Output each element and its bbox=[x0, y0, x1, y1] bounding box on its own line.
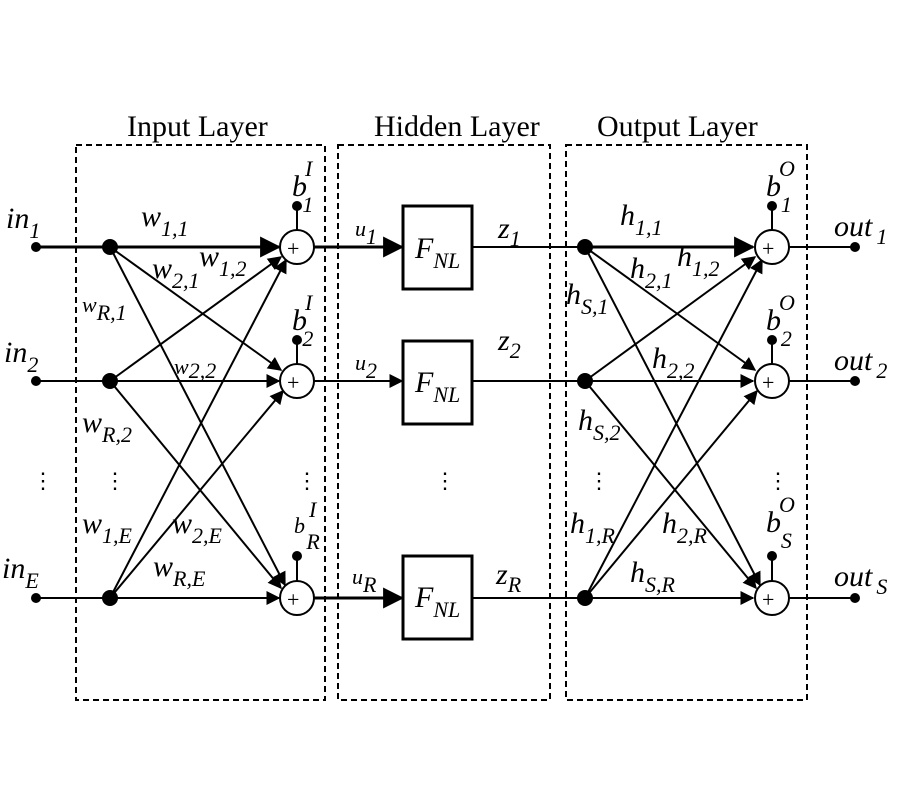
output-terminal-1 bbox=[850, 242, 860, 252]
weight-w-r-2: wR,2 bbox=[82, 406, 132, 447]
weight-h-s-r: hS,R bbox=[630, 556, 676, 597]
output-terminal-s bbox=[850, 593, 860, 603]
output-wires bbox=[584, 236, 855, 605]
output-sum-2: + bbox=[754, 335, 790, 399]
weight-h-1-r: h1,R bbox=[570, 507, 616, 548]
input-node-e bbox=[102, 590, 118, 606]
input-node-ellipsis: ⋮ bbox=[104, 468, 126, 493]
weight-h-s-1: hS,1 bbox=[566, 278, 609, 319]
weight-h-2-r: h2,R bbox=[662, 507, 708, 548]
hidden-layer-title: Hidden Layer bbox=[374, 110, 540, 143]
hidden-output-z-1: z1 bbox=[497, 212, 521, 251]
hidden-output-z-r: zR bbox=[495, 558, 522, 597]
output-node-ellipsis: ⋮ bbox=[588, 468, 610, 493]
output-sum-ellipsis: ⋮ bbox=[767, 468, 789, 493]
output-node-1 bbox=[577, 239, 593, 255]
input-terminal-1 bbox=[31, 242, 41, 252]
sum-symbol: + bbox=[287, 587, 299, 612]
weight-w-1-2: w1,2 bbox=[199, 240, 247, 281]
input-terminal-2 bbox=[31, 376, 41, 386]
sum-symbol: + bbox=[287, 370, 299, 395]
fnl-label-1: FNL bbox=[414, 232, 460, 273]
input-sum-ellipsis: ⋮ bbox=[296, 468, 318, 493]
weight-h-2-2: h2,2 bbox=[652, 342, 695, 383]
fnl-block-r bbox=[401, 554, 474, 641]
sum-symbol: + bbox=[762, 370, 774, 395]
weight-w-2-2: w2,2 bbox=[174, 354, 216, 383]
output-sum-s: + bbox=[754, 551, 790, 616]
hidden-input-u-1: u1 bbox=[355, 216, 377, 249]
input-sum-1: + bbox=[279, 201, 315, 265]
sum-symbol: + bbox=[762, 587, 774, 612]
output-layer-title: Output Layer bbox=[597, 110, 758, 143]
input-ellipsis: ⋮ bbox=[32, 468, 54, 493]
weight-w-1-1: w1,1 bbox=[141, 200, 189, 241]
weight-w-r-1: wR,1 bbox=[82, 292, 127, 325]
input-node-1 bbox=[102, 239, 118, 255]
hidden-input-u-r: uR bbox=[352, 564, 377, 597]
fnl-block-2 bbox=[401, 339, 474, 426]
weight-w-2-e: w2,E bbox=[172, 507, 223, 548]
input-label-1: in1 bbox=[6, 202, 40, 243]
hidden-output-z-2: z2 bbox=[497, 324, 521, 363]
output-node-r bbox=[577, 590, 593, 606]
weight-h-1-2: h1,2 bbox=[677, 240, 720, 281]
sum-symbol: + bbox=[762, 236, 774, 261]
input-sum-2: + bbox=[279, 335, 315, 399]
input-node-2 bbox=[102, 373, 118, 389]
input-wires bbox=[36, 236, 287, 605]
input-layer-box bbox=[75, 144, 326, 701]
hidden-ellipsis: ⋮ bbox=[434, 468, 456, 493]
input-sum-r: + bbox=[279, 551, 315, 616]
weight-w-2-1: w2,1 bbox=[152, 252, 200, 293]
output-terminal-2 bbox=[850, 376, 860, 386]
output-layer-box bbox=[565, 144, 808, 701]
sum-symbol: + bbox=[287, 236, 299, 261]
fnl-label-r: FNL bbox=[414, 581, 460, 622]
hidden-layer-box bbox=[337, 144, 551, 701]
input-layer-title: Input Layer bbox=[127, 110, 268, 143]
fnl-block-1 bbox=[401, 204, 474, 291]
weight-h-2-1: h2,1 bbox=[630, 252, 673, 293]
hidden-wires bbox=[314, 236, 585, 609]
hidden-input-u-2: u2 bbox=[355, 350, 377, 383]
fnl-label-2: FNL bbox=[414, 366, 460, 407]
weight-w-r-e: wR,E bbox=[153, 550, 206, 591]
output-node-2 bbox=[577, 373, 593, 389]
weight-h-s-2: hS,2 bbox=[578, 404, 621, 445]
weight-h-1-1: h1,1 bbox=[620, 199, 663, 240]
input-label-e: inE bbox=[2, 552, 39, 593]
input-terminal-e bbox=[31, 593, 41, 603]
weight-w-1-e: w1,E bbox=[82, 507, 133, 548]
output-sum-1: + bbox=[754, 201, 790, 265]
input-label-2: in2 bbox=[4, 336, 38, 377]
